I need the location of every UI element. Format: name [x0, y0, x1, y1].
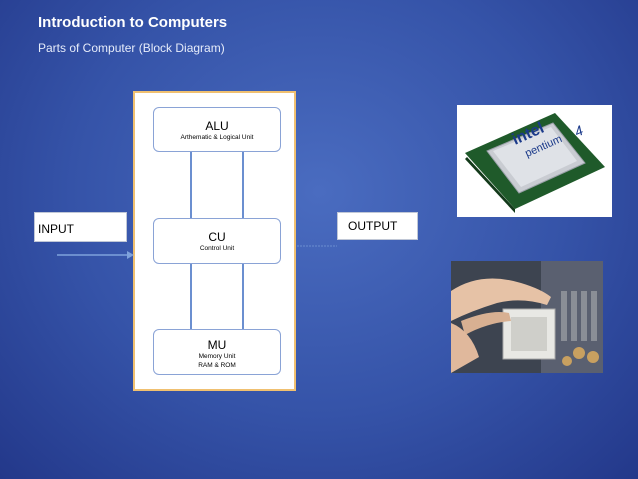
slide-subtitle: Parts of Computer (Block Diagram) — [38, 41, 225, 55]
output-arrow — [297, 245, 337, 247]
mu-description-2: RAM & ROM — [198, 362, 236, 369]
cu-label: CU — [208, 230, 226, 244]
mu-block: MU Memory Unit RAM & ROM — [153, 329, 281, 375]
alu-label: ALU — [205, 119, 229, 133]
slide-title: Introduction to Computers — [38, 14, 228, 31]
cu-description: Control Unit — [199, 245, 235, 252]
cpu-socket-image — [451, 261, 603, 373]
alu-description: Arthematic & Logical Unit — [180, 134, 254, 141]
mu-label: MU — [207, 338, 227, 352]
input-arrow — [57, 251, 134, 259]
mu-description: Memory Unit — [198, 353, 236, 360]
input-box: INPUT — [34, 212, 127, 242]
output-box: OUTPUT — [337, 212, 418, 240]
cu-block: CU Control Unit — [153, 218, 281, 264]
cpu-chip-image: intel pentium 4 — [457, 105, 612, 217]
connector-alu-cu-left — [190, 152, 192, 218]
connector-cu-mu-right — [242, 264, 244, 329]
connector-alu-cu-right — [242, 152, 244, 218]
alu-block: ALU Arthematic & Logical Unit — [153, 107, 281, 152]
connector-cu-mu-left — [190, 264, 192, 329]
